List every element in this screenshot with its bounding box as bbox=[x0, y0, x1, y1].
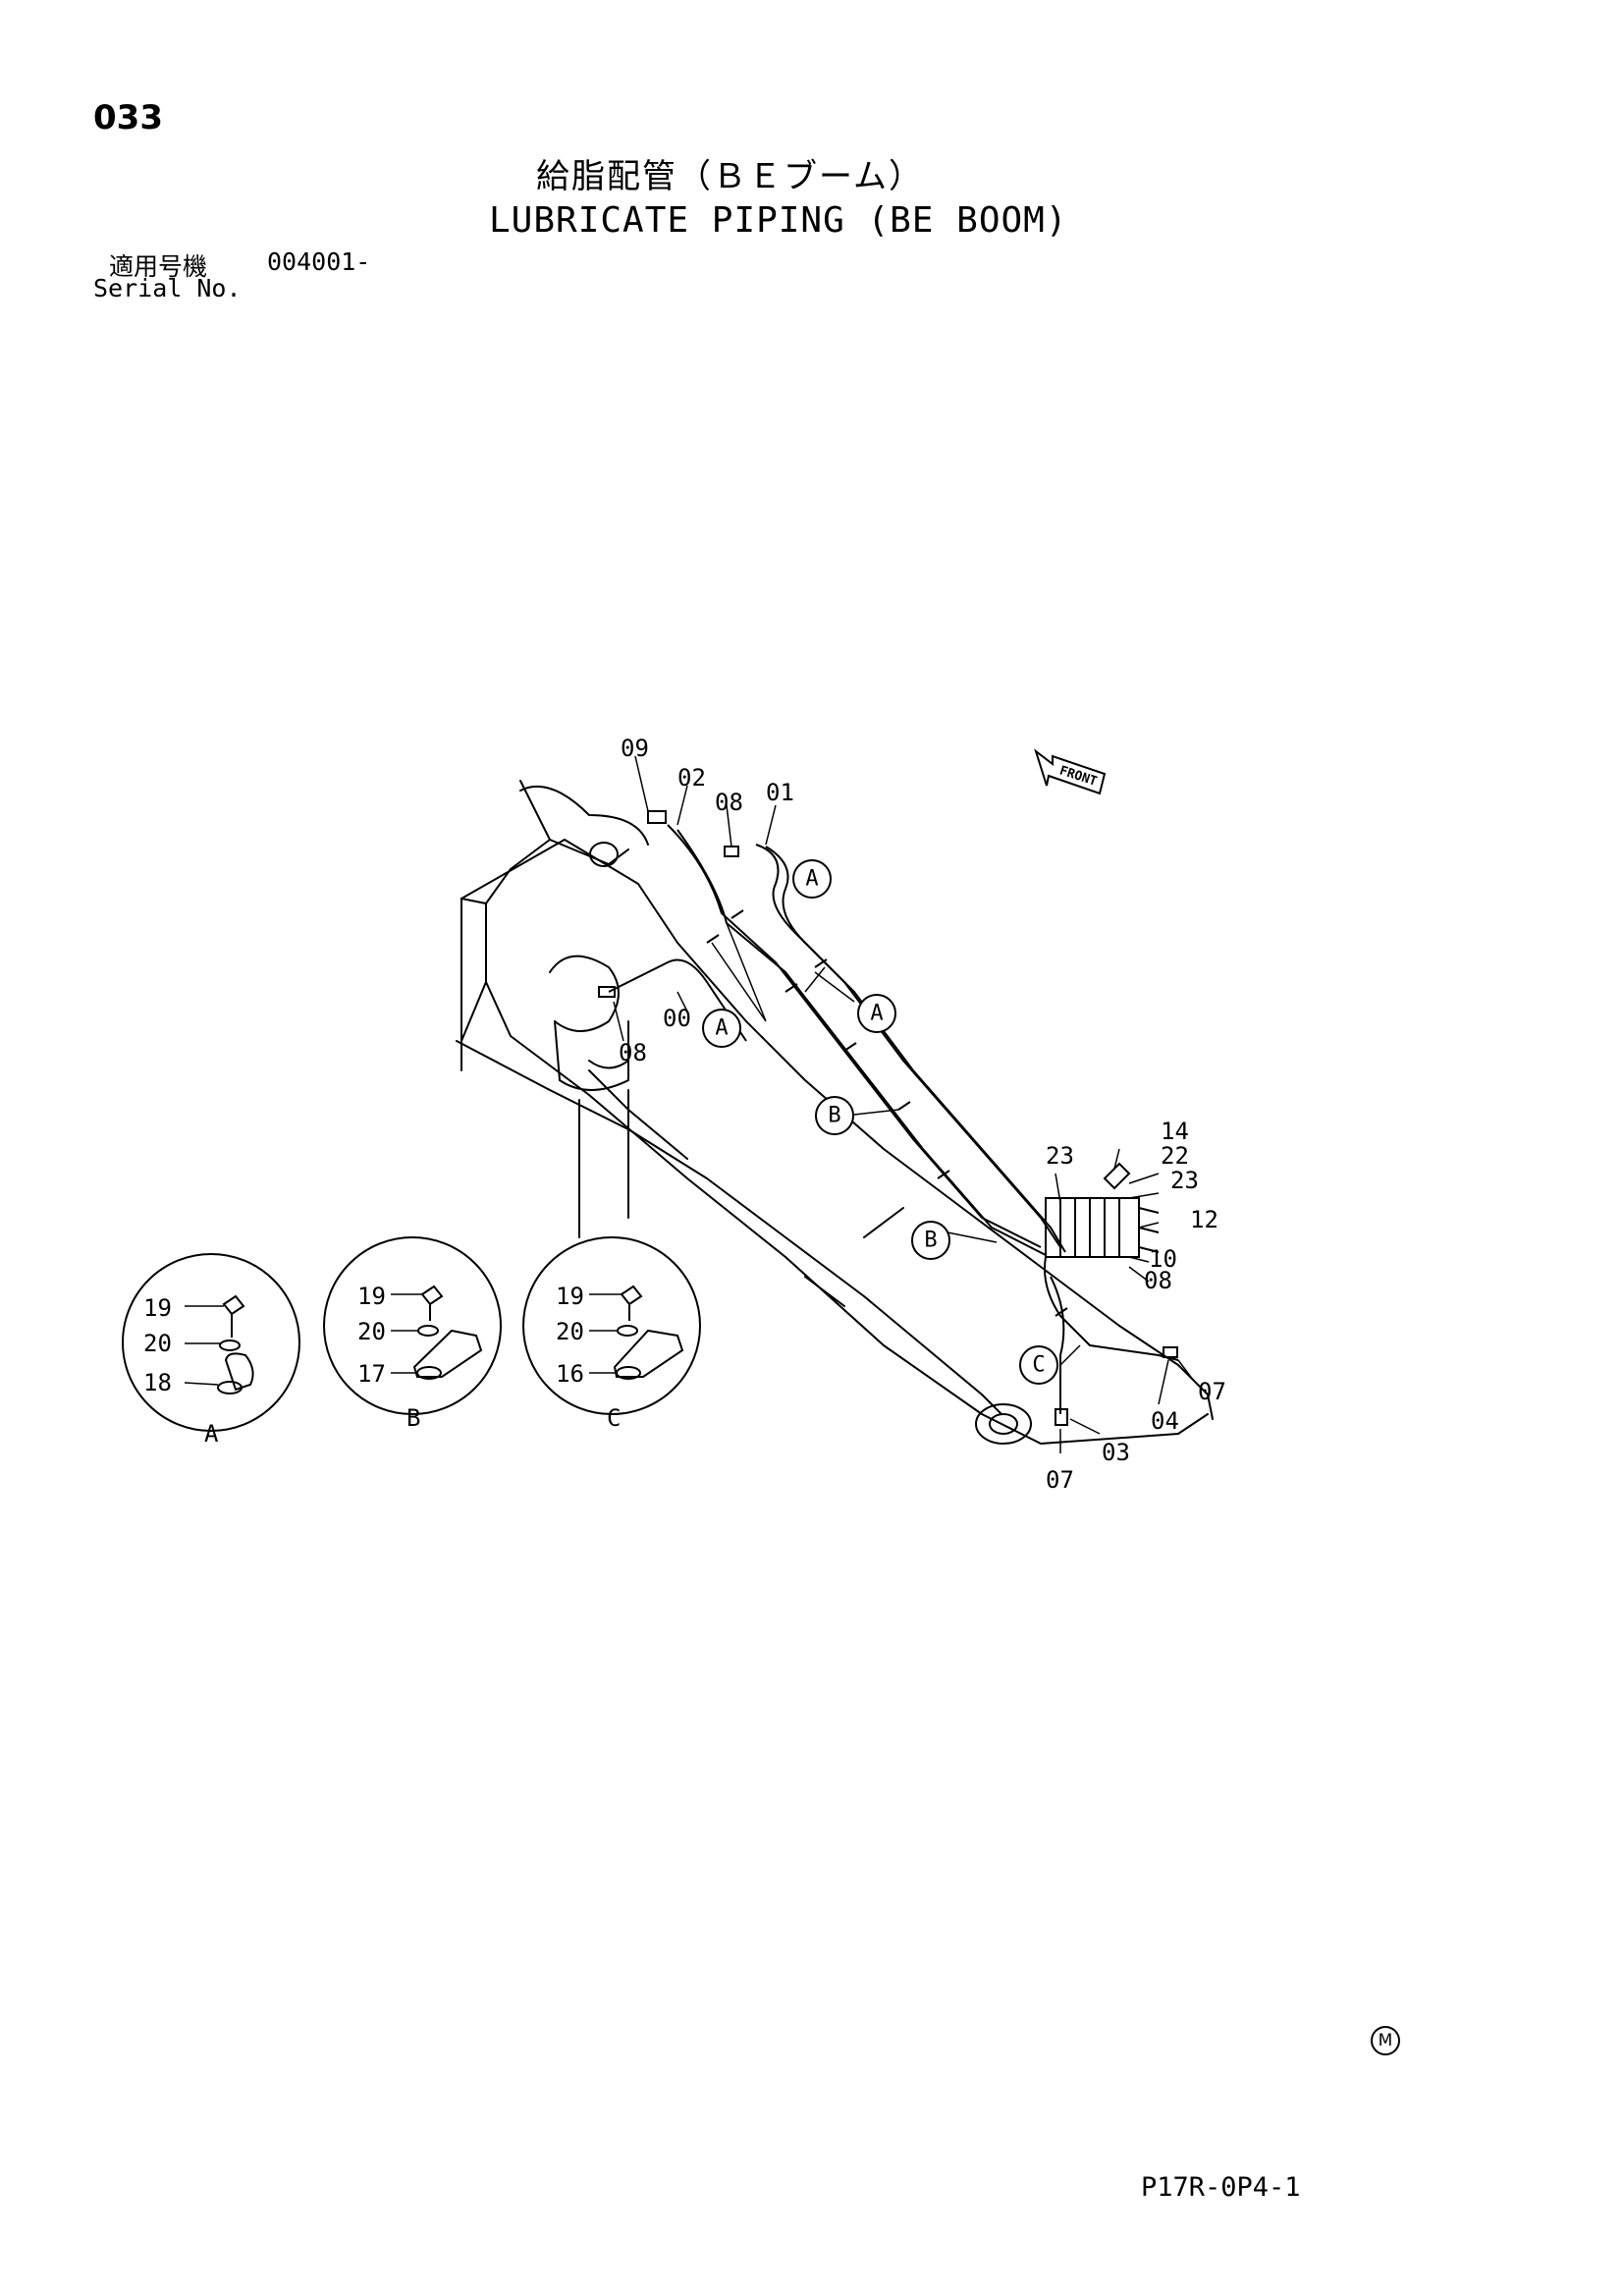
detail-labels: 19 20 18 A 19 20 17 B 19 20 16 C bbox=[143, 1283, 621, 1448]
part-number: 23 bbox=[1170, 1167, 1199, 1194]
foot-pin-outer bbox=[975, 1403, 1032, 1445]
title-english: LUBRICATE PIPING (BE BOOM) bbox=[489, 200, 1068, 241]
part-number: 00 bbox=[663, 1005, 691, 1032]
part-number: 10 bbox=[1149, 1245, 1177, 1273]
callout-a-2 bbox=[857, 994, 896, 1033]
detail-part: 20 bbox=[143, 1330, 172, 1357]
document-code: P17R-0P4-1 bbox=[1141, 2172, 1301, 2203]
detail-circle-c bbox=[522, 1236, 701, 1415]
part-number: 14 bbox=[1161, 1118, 1189, 1145]
callout-c-1 bbox=[1019, 1345, 1058, 1385]
detail-part: 18 bbox=[143, 1369, 172, 1396]
serial-label-japanese: 適用号機 bbox=[109, 252, 208, 281]
callout-b-2 bbox=[911, 1221, 950, 1260]
cylinder-rod bbox=[578, 1089, 629, 1238]
detail-part: 19 bbox=[556, 1283, 584, 1310]
detail-views bbox=[122, 1236, 701, 1432]
leader-lines bbox=[613, 755, 1194, 1453]
part-number: 22 bbox=[1161, 1142, 1189, 1170]
grease-lines bbox=[598, 810, 1179, 1426]
front-arrow-icon: FRONT bbox=[1034, 748, 1107, 795]
callout-label: A bbox=[805, 867, 818, 892]
callout-label: B bbox=[828, 1104, 840, 1128]
detail-circle-b bbox=[323, 1236, 502, 1415]
detail-part: 19 bbox=[357, 1283, 386, 1310]
part-number: 09 bbox=[621, 735, 649, 762]
serial-label-english: Serial No. bbox=[93, 274, 242, 302]
callout-a-3 bbox=[702, 1009, 741, 1048]
detail-part: 20 bbox=[357, 1318, 386, 1345]
detail-label: A bbox=[204, 1420, 219, 1448]
part-number: 04 bbox=[1151, 1407, 1179, 1435]
manufacturer-mark-icon: M bbox=[1371, 2026, 1400, 2055]
callout-label: C bbox=[1032, 1353, 1045, 1378]
callout-b-1 bbox=[815, 1096, 854, 1135]
detail-label: B bbox=[406, 1404, 420, 1432]
boom-outline-upper bbox=[485, 780, 983, 1415]
part-number: 02 bbox=[677, 764, 706, 792]
part-number: 07 bbox=[1198, 1378, 1226, 1405]
boom-lower-edge bbox=[456, 1040, 1002, 1415]
part-number: 08 bbox=[1144, 1267, 1172, 1294]
part-numbers: 09 02 08 01 00 08 14 23 22 23 12 10 08 0… bbox=[619, 735, 1226, 1494]
callout-label: A bbox=[870, 1002, 883, 1026]
part-number: 23 bbox=[1046, 1142, 1074, 1170]
page-number: 033 bbox=[93, 98, 163, 137]
serial-range: 004001- bbox=[267, 247, 371, 276]
detail-part: 17 bbox=[357, 1360, 386, 1388]
foot-pin-inner bbox=[989, 1413, 1018, 1435]
part-number: 08 bbox=[619, 1039, 647, 1066]
part-number: 03 bbox=[1102, 1439, 1130, 1466]
part-number: 12 bbox=[1190, 1206, 1218, 1233]
part-number: 01 bbox=[766, 779, 794, 806]
callout-label: B bbox=[924, 1229, 937, 1253]
callout-label: A bbox=[715, 1016, 728, 1041]
boom-left-edge bbox=[460, 898, 487, 1071]
detail-part: 19 bbox=[143, 1294, 172, 1322]
detail-label: C bbox=[607, 1404, 621, 1432]
part-number: 07 bbox=[1046, 1466, 1074, 1494]
boom-detail-lines bbox=[588, 1069, 904, 1307]
title-japanese: 給脂配管（ＢＥブーム） bbox=[536, 157, 924, 196]
cylinder-end bbox=[549, 955, 620, 1032]
cylinder-body bbox=[554, 1020, 629, 1091]
boom-outline-right bbox=[460, 839, 1214, 1420]
detail-circle-a bbox=[122, 1253, 300, 1432]
detail-part: 20 bbox=[556, 1318, 584, 1345]
detail-part: 16 bbox=[556, 1360, 584, 1388]
callout-a-1 bbox=[792, 859, 832, 899]
part-number: 08 bbox=[715, 789, 743, 816]
